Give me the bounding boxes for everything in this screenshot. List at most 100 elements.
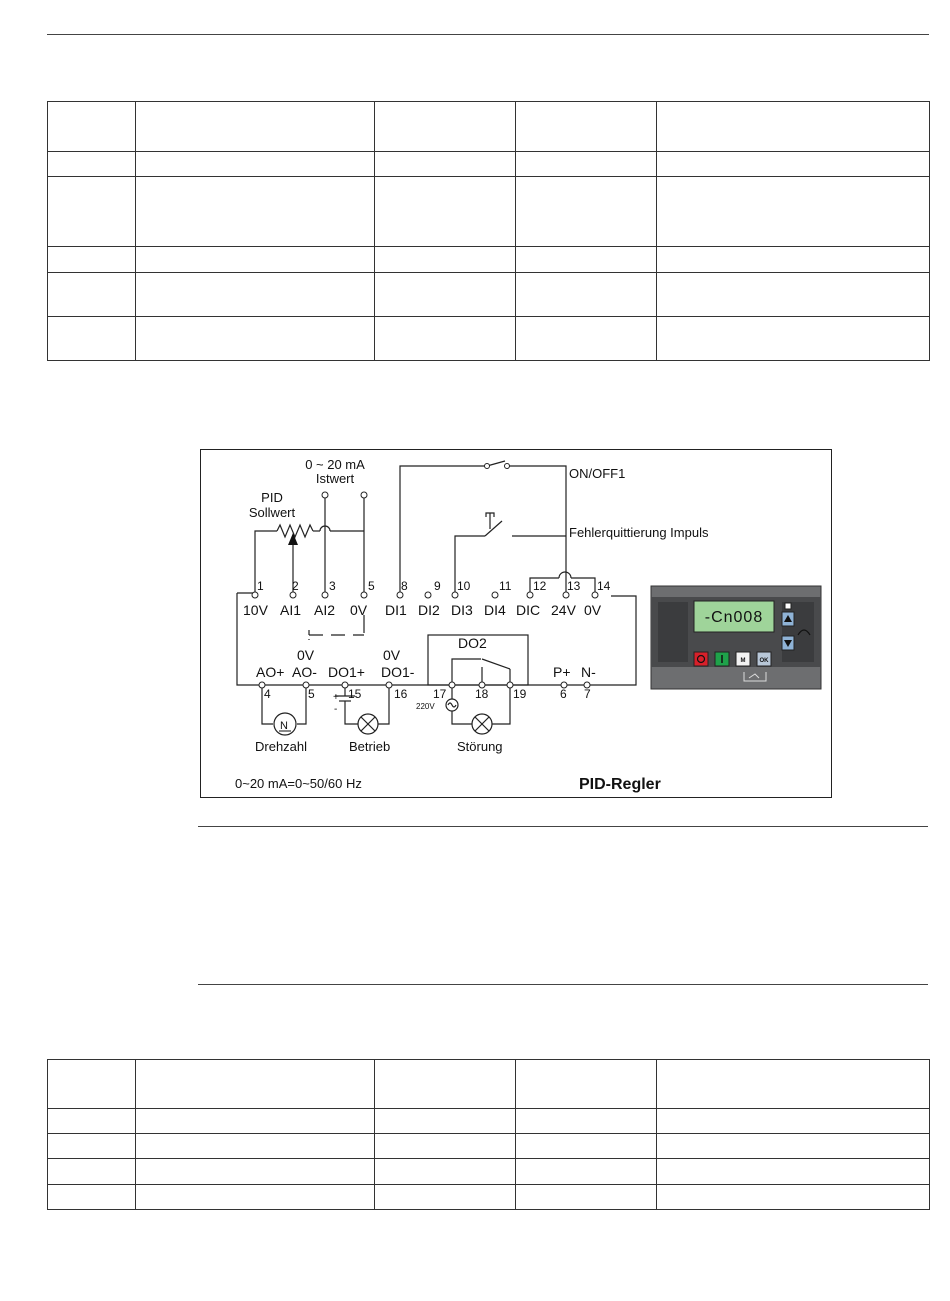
top-terminal-names: 10V AI1 AI2 0V DI1 DI2 DI3 DI4 DIC 24V 0… (243, 602, 602, 618)
ok-key[interactable]: OK (756, 651, 772, 667)
loads (273, 698, 493, 736)
zero-v-label-ao: 0V (297, 647, 315, 663)
lamp-icon-stoerung (471, 713, 493, 735)
terminal-name: 24V (551, 602, 577, 618)
stoerung-label: Störung (457, 739, 503, 754)
table-row (47, 151, 930, 177)
terminal-number: 12 (533, 579, 547, 593)
terminal-number: 10 (457, 579, 471, 593)
terminal-number: 7 (584, 687, 591, 701)
bottom-table (47, 1059, 930, 1210)
table-row (47, 1158, 930, 1185)
plus-sign-label: + (333, 692, 339, 703)
table-row (47, 272, 930, 317)
terminal-number: 5 (308, 687, 315, 701)
ok-key-label: OK (760, 658, 770, 664)
terminal-number: 9 (434, 579, 441, 593)
terminal-number: 15 (348, 687, 362, 701)
terminal-number: 13 (567, 579, 581, 593)
header-rule (47, 34, 929, 35)
terminal-number: 4 (264, 687, 271, 701)
table-row (47, 1133, 930, 1159)
terminal-name: DI4 (484, 602, 506, 618)
wiper-arrow (288, 533, 298, 545)
table-row (47, 1184, 930, 1210)
table-row (47, 1059, 930, 1109)
terminal-number: 3 (329, 579, 336, 593)
lower-wiring (261, 634, 529, 725)
terminal-name: AI1 (280, 602, 301, 618)
terminal-name: DI1 (385, 602, 407, 618)
betrieb-label: Betrieb (349, 739, 390, 754)
bottom-terminal-numbers: 4 5 15 16 17 18 19 6 7 (264, 687, 591, 701)
terminal-number: 16 (394, 687, 408, 701)
do1-minus-label: DO1- (381, 664, 415, 680)
lcd-readout: -Cn008 (705, 609, 763, 626)
terminal-number: 8 (401, 579, 408, 593)
panel-indicator (784, 602, 792, 610)
wiring-diagram-svg: 0 ~ 20 mA Istwert PID Sollwert ON/OFF1 F… (200, 449, 832, 798)
current-range-label: 0 ~ 20 mA (305, 457, 365, 472)
sollwert-label: Sollwert (249, 505, 296, 520)
ac-source-icon (445, 698, 459, 712)
stop-key[interactable] (693, 651, 709, 667)
terminal-number: 1 (257, 579, 264, 593)
up-key[interactable] (781, 611, 795, 627)
terminal-number: 5 (368, 579, 375, 593)
lamp-icon-betrieb (357, 713, 379, 735)
terminal-name: 0V (584, 602, 602, 618)
arrow-up-icon (784, 615, 792, 622)
terminal-number: 14 (597, 579, 611, 593)
zero-v-label-do1: 0V (383, 647, 401, 663)
table-row (47, 176, 930, 247)
p-plus-label: P+ (553, 664, 571, 680)
terminal-number: 6 (560, 687, 567, 701)
do2-label: DO2 (458, 635, 487, 651)
footnote-label: 0~20 mA=0~50/60 Hz (235, 776, 362, 791)
on-off-label: ON/OFF1 (569, 466, 625, 481)
separator-rule-upper (198, 826, 928, 827)
n-symbol-label: N (280, 720, 288, 732)
operator-panel: -Cn008 M OK (650, 585, 822, 690)
minus-sign-label: - (334, 704, 337, 715)
m-key[interactable]: M (735, 651, 751, 667)
table-row (47, 101, 930, 152)
istwert-label: Istwert (316, 471, 355, 486)
do1-plus-label: DO1+ (328, 664, 365, 680)
curved-arrow-icon (797, 629, 811, 636)
terminal-number: 18 (475, 687, 489, 701)
terminal-number: 11 (499, 579, 512, 593)
v220-label: 220V (416, 702, 435, 711)
n-minus-label: N- (581, 664, 596, 680)
terminal-name: 0V (350, 602, 368, 618)
top-terminal-numbers: 1 2 3 5 8 9 10 11 12 13 14 (257, 579, 611, 593)
drehzahl-label: Drehzahl (255, 739, 307, 754)
down-key[interactable] (781, 635, 795, 651)
run-key[interactable] (714, 651, 730, 667)
upper-wiring (254, 460, 596, 640)
terminal-name: 10V (243, 602, 269, 618)
bottom-terminal-dots (258, 681, 591, 689)
ao-minus-label: AO- (292, 664, 317, 680)
terminal-number: 17 (433, 687, 447, 701)
terminal-name: DI2 (418, 602, 440, 618)
lcd-display (693, 600, 775, 633)
separator-rule-lower (198, 984, 928, 985)
terminal-name: AI2 (314, 602, 335, 618)
top-terminal-dots (251, 463, 599, 599)
fault-ack-label: Fehlerquittierung Impuls (569, 525, 709, 540)
terminal-number: 2 (292, 579, 299, 593)
pid-label: PID (261, 490, 283, 505)
diagram-title: PID-Regler (579, 776, 661, 793)
m-key-label: M (741, 658, 746, 664)
table-row (47, 1108, 930, 1134)
wiring-diagram: 0 ~ 20 mA Istwert PID Sollwert ON/OFF1 F… (200, 449, 832, 798)
hand-hint-icon (743, 672, 767, 682)
table-row (47, 316, 930, 361)
ao-plus-label: AO+ (256, 664, 284, 680)
top-table (47, 101, 930, 361)
speed-meter-icon (273, 712, 297, 736)
terminal-name: DI3 (451, 602, 473, 618)
arrow-down-icon (784, 640, 792, 647)
terminal-name: DIC (516, 602, 540, 618)
